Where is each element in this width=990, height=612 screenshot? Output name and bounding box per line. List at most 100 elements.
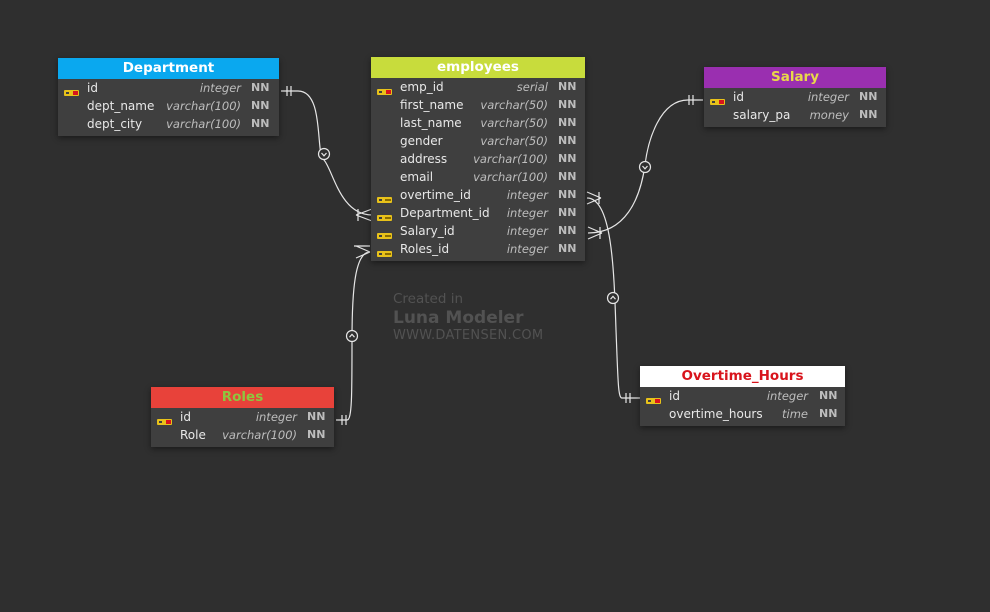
column-name: Roles_id (400, 242, 450, 256)
table-row[interactable]: address varchar(100) NN (371, 150, 585, 168)
column-name: address (400, 152, 448, 166)
edge-roles-many-marker (354, 245, 371, 259)
table-row[interactable]: id integer NN (704, 88, 886, 106)
not-null-flag: NN (558, 206, 577, 219)
not-null-flag: NN (558, 152, 577, 165)
table-row[interactable]: dept_city varchar(100) NN (58, 115, 279, 133)
column-type: varchar(50) (480, 98, 548, 112)
column-type: integer (807, 90, 849, 104)
column-name: id (733, 90, 744, 104)
column-name: id (87, 81, 98, 95)
column-name: last_name (400, 116, 462, 130)
edge-roles-employees (336, 251, 371, 421)
edge-overtime-many-marker (586, 191, 602, 205)
column-type: varchar(100) (222, 428, 297, 442)
column-name: Role (180, 428, 206, 442)
column-name: Salary_id (400, 224, 455, 238)
edge-salary-optional-marker (638, 160, 652, 174)
column-type: integer (506, 188, 548, 202)
column-type: varchar(100) (473, 170, 548, 184)
foreign-key-icon (377, 209, 393, 221)
column-name: email (400, 170, 434, 184)
not-null-flag: NN (859, 108, 878, 121)
column-name: first_name (400, 98, 464, 112)
table-header-department[interactable]: Department (58, 58, 279, 79)
column-type: integer (506, 224, 548, 238)
edge-roles-one-marker (341, 415, 347, 425)
column-name: dept_city (87, 117, 143, 131)
table-header-roles[interactable]: Roles (151, 387, 334, 408)
column-name: overtime_id (400, 188, 471, 202)
edge-salary-many-marker (587, 226, 603, 240)
primary-key-icon (646, 392, 662, 404)
edge-roles-optional-marker-chevron (349, 333, 355, 338)
primary-key-icon (157, 413, 173, 425)
watermark-line2: Luna Modeler (393, 308, 524, 328)
not-null-flag: NN (558, 170, 577, 183)
column-name: Department_id (400, 206, 490, 220)
table-header-employees[interactable]: employees (371, 57, 585, 78)
edge-roles-optional-marker (345, 329, 359, 343)
column-name: id (180, 410, 191, 424)
not-null-flag: NN (859, 90, 878, 103)
watermark: Created in Luna Modeler WWW.DATENSEN.COM (393, 291, 543, 343)
column-type: varchar(50) (480, 116, 548, 130)
column-type: varchar(50) (480, 134, 548, 148)
not-null-flag: NN (307, 410, 326, 423)
column-type: serial (516, 80, 548, 94)
column-type: integer (506, 242, 548, 256)
foreign-key-icon (377, 245, 393, 257)
column-name: gender (400, 134, 443, 148)
not-null-flag: NN (307, 428, 326, 441)
table-header-overtime-hours[interactable]: Overtime_Hours (640, 366, 845, 387)
column-type: varchar(100) (166, 117, 241, 131)
primary-key-icon (64, 84, 80, 96)
edge-department-one-marker (286, 86, 292, 96)
edge-overtime-employees (586, 197, 640, 399)
not-null-flag: NN (819, 389, 838, 402)
watermark-line1: Created in (393, 291, 464, 307)
table-row[interactable]: email varchar(100) NN (371, 168, 585, 186)
not-null-flag: NN (558, 80, 577, 93)
primary-key-icon (377, 83, 393, 95)
column-type: varchar(100) (473, 152, 548, 166)
table-row[interactable]: first_name varchar(50) NN (371, 96, 585, 114)
edge-department-many-marker (355, 208, 373, 222)
not-null-flag: NN (251, 99, 270, 112)
table-row[interactable]: Role varchar(100) NN (151, 426, 334, 444)
table-row[interactable]: Department_id integer NN (371, 204, 585, 222)
edge-salary-optional-marker-chevron (642, 165, 648, 170)
column-name: dept_name (87, 99, 155, 113)
column-type: time (782, 407, 808, 421)
column-name: overtime_hours (669, 407, 763, 421)
primary-key-icon (710, 93, 726, 105)
table-header-salary[interactable]: Salary (704, 67, 886, 88)
column-type: money (809, 108, 849, 122)
column-type: integer (506, 206, 548, 220)
not-null-flag: NN (558, 98, 577, 111)
foreign-key-icon (377, 227, 393, 239)
not-null-flag: NN (558, 134, 577, 147)
table-row[interactable]: gender varchar(50) NN (371, 132, 585, 150)
not-null-flag: NN (251, 117, 270, 130)
edge-overtime-optional-marker (606, 291, 620, 305)
